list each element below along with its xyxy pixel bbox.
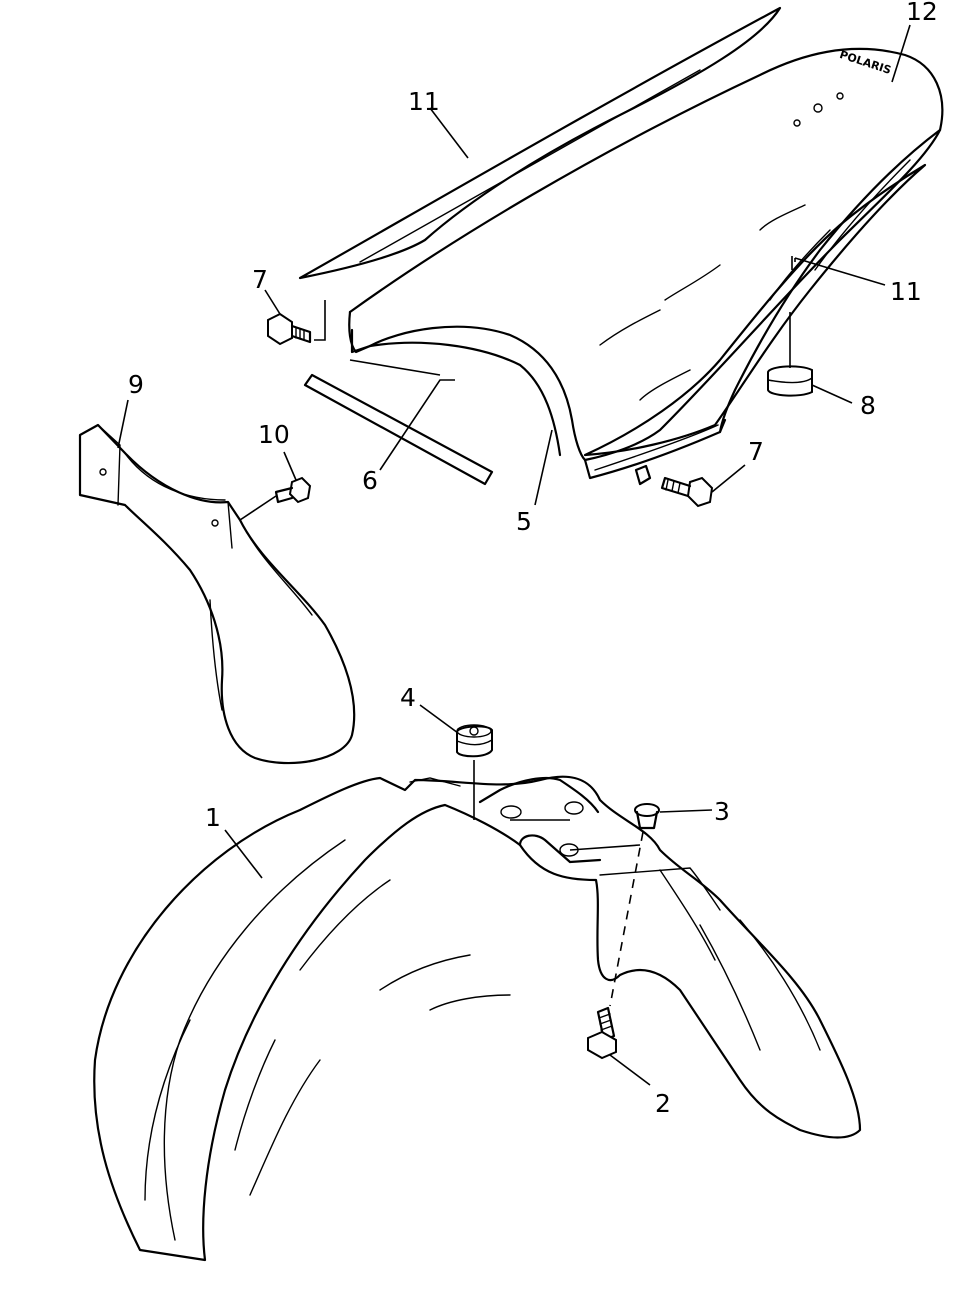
bolt-upper-left bbox=[267, 312, 312, 346]
callout-8: 8 bbox=[860, 391, 876, 420]
callout-12: 12 bbox=[906, 0, 938, 26]
decal-top bbox=[298, 6, 782, 280]
callout-11-side: 11 bbox=[890, 277, 922, 306]
bolt-bottom bbox=[587, 1006, 617, 1060]
callout-10: 10 bbox=[258, 420, 290, 449]
callout-5: 5 bbox=[516, 507, 532, 536]
bolt-lower-right bbox=[634, 464, 714, 508]
rubber-cap bbox=[767, 365, 813, 397]
front-fender bbox=[93, 775, 862, 1262]
callout-7-upper: 7 bbox=[252, 265, 268, 294]
fender-emblem: POLARIS bbox=[838, 48, 893, 77]
leader-lines bbox=[117, 24, 911, 1086]
callout-4: 4 bbox=[400, 683, 416, 712]
callouts: 12 11 11 7 8 7 9 10 6 5 4 3 1 2 bbox=[128, 0, 938, 1118]
small-bolt bbox=[274, 476, 312, 504]
callout-7-lower: 7 bbox=[748, 437, 764, 466]
callout-9: 9 bbox=[128, 370, 144, 399]
callout-6: 6 bbox=[362, 466, 378, 495]
nut bbox=[634, 803, 660, 830]
callout-1: 1 bbox=[205, 803, 221, 832]
decal-side bbox=[583, 163, 927, 457]
callout-11-top: 11 bbox=[408, 87, 440, 116]
callout-2: 2 bbox=[655, 1089, 671, 1118]
seal-strip bbox=[303, 373, 494, 486]
mud-flap bbox=[78, 423, 356, 765]
grommet bbox=[456, 724, 493, 758]
callout-3: 3 bbox=[714, 797, 730, 826]
